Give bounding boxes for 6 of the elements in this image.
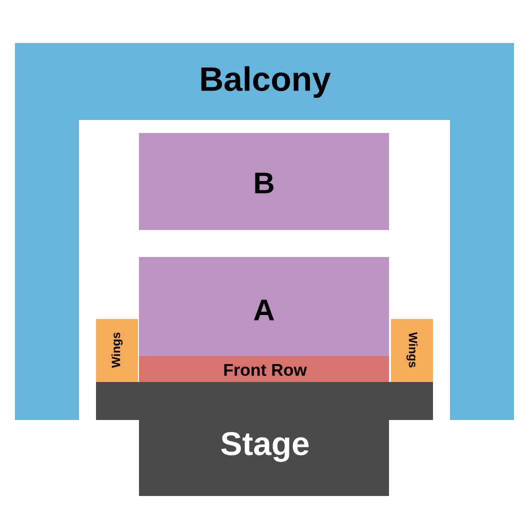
wings-section: Wings [391, 319, 433, 382]
front-row-section: Front Row [139, 356, 389, 382]
seating-section: B [139, 133, 389, 230]
wings-section: Wings [96, 319, 138, 382]
stage-area: Stage [96, 382, 433, 496]
seating-section: A [139, 257, 389, 356]
